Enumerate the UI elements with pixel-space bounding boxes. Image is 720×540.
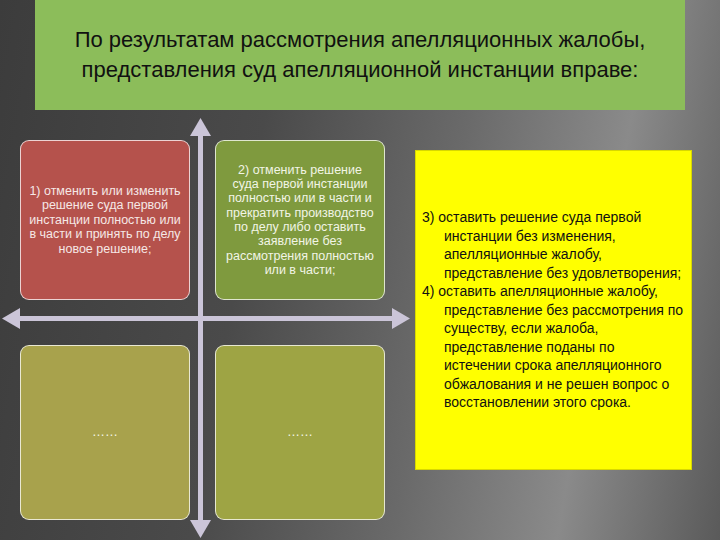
title-band: По результатам рассмотрения апелляционны… <box>35 0 685 110</box>
placeholder-box: …… <box>20 345 190 520</box>
horizontal-arrow-shaft <box>16 316 396 321</box>
action-box: 2) отменить решение суда первой инстанци… <box>215 140 385 300</box>
arrow-head <box>392 308 410 329</box>
arrow-head <box>190 520 211 538</box>
options-box: 3) оставить решение суда первой инстанци… <box>415 150 692 470</box>
arrow-head <box>2 308 20 329</box>
node-text: …… <box>224 425 376 440</box>
action-box: 1) отменить или изменить решение суда пе… <box>20 140 190 300</box>
node-text: 1) отменить или изменить решение суда пе… <box>29 184 181 256</box>
arrow-head <box>190 118 211 136</box>
node-text: 3) оставить решение суда первой инстанци… <box>422 208 685 282</box>
vertical-arrow-shaft <box>198 132 203 524</box>
placeholder-box: …… <box>215 345 385 520</box>
node-text: 4) оставить апелляционные жалобу, предст… <box>422 282 685 411</box>
node-text: 2) отменить решение суда первой инстанци… <box>224 163 376 278</box>
node-text: …… <box>29 425 181 440</box>
title: По результатам рассмотрения апелляционны… <box>55 25 665 84</box>
